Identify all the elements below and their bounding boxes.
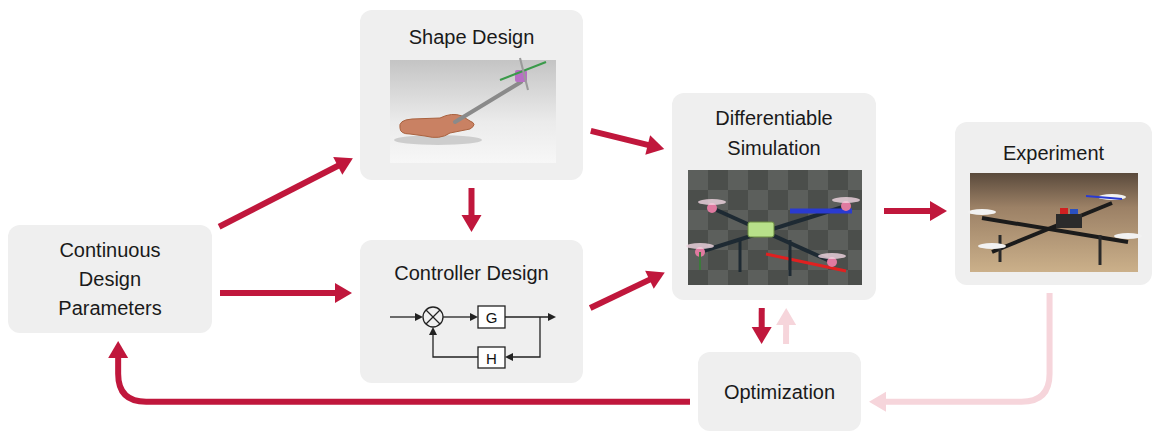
arrow-head bbox=[752, 327, 772, 344]
arrow-line bbox=[220, 290, 337, 296]
flow-arrow bbox=[752, 308, 772, 344]
process-box: Continuous Design Parameters bbox=[8, 225, 212, 333]
process-box: Controller Design bbox=[360, 240, 583, 383]
arrow-head bbox=[108, 341, 128, 358]
arrow-line bbox=[591, 131, 650, 146]
node-title: Continuous Design Parameters bbox=[45, 236, 175, 323]
flow-arrow bbox=[219, 157, 353, 227]
arrow-line bbox=[469, 188, 475, 217]
arrow-head bbox=[462, 215, 482, 232]
arrow-line bbox=[884, 208, 932, 214]
experiment-photo bbox=[968, 173, 1142, 272]
node-title: Differentiable Simulation bbox=[684, 103, 864, 163]
arrow-line bbox=[783, 323, 789, 344]
process-box: Optimization bbox=[698, 352, 861, 431]
arrow-head bbox=[333, 157, 353, 175]
flow-arrow bbox=[220, 283, 352, 303]
node-title: Experiment bbox=[1003, 141, 1104, 165]
node-title: Shape Design bbox=[409, 25, 535, 49]
feedback-block-diagram bbox=[390, 306, 556, 368]
flow-arrow bbox=[591, 131, 664, 155]
arrow-line bbox=[219, 165, 339, 227]
flow-arrow bbox=[869, 293, 1050, 412]
flow-arrow bbox=[776, 308, 796, 344]
arrow-head bbox=[645, 135, 664, 154]
block-label: G bbox=[486, 310, 498, 325]
flow-arrow bbox=[462, 188, 482, 232]
arrow-line bbox=[759, 308, 765, 329]
arrow-head bbox=[645, 271, 665, 289]
flow-arrow bbox=[884, 201, 947, 221]
shape-render bbox=[390, 58, 556, 163]
node-title: Optimization bbox=[724, 380, 835, 404]
arrow-line bbox=[590, 279, 651, 308]
node-title: Controller Design bbox=[394, 261, 549, 285]
arrow-head bbox=[930, 201, 947, 221]
arrow-head bbox=[776, 308, 796, 325]
block-label: H bbox=[486, 350, 497, 365]
flow-arrow bbox=[590, 271, 665, 308]
arrow-head bbox=[869, 392, 886, 412]
arrow-line bbox=[884, 293, 1050, 402]
simulation-render bbox=[686, 170, 862, 285]
arrow-head bbox=[335, 283, 352, 303]
